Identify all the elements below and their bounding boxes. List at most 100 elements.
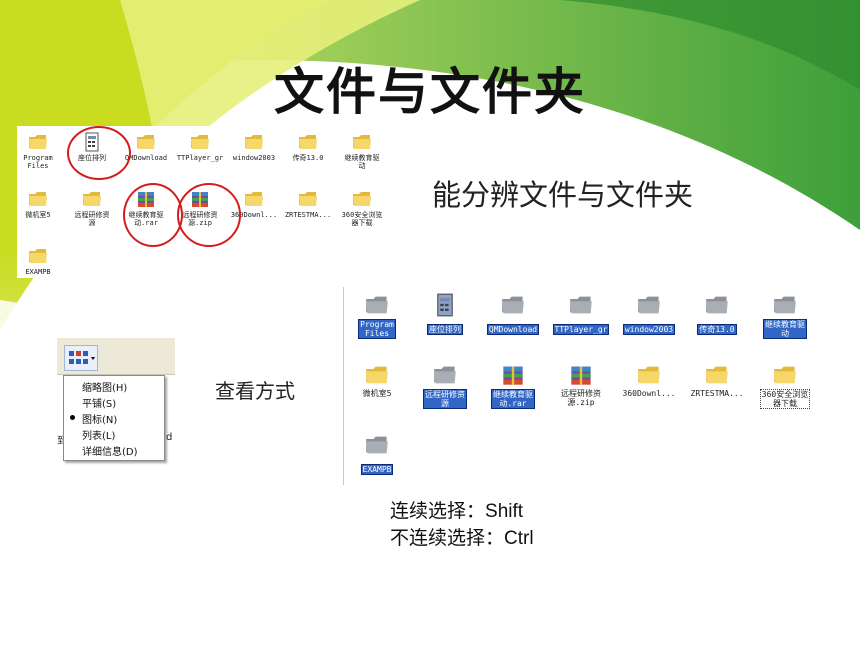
archive-icon [550, 363, 612, 387]
partial-label-right: d [166, 432, 173, 443]
file-item[interactable]: Program Files [11, 132, 65, 170]
radio-bullet-icon [70, 415, 75, 420]
file-item[interactable]: window2003 [618, 293, 680, 336]
file-item-label: QMDownload [124, 154, 168, 162]
file-item[interactable]: 传奇13.0 [686, 293, 748, 336]
file-item[interactable]: Program Files [346, 293, 408, 340]
folder-icon [65, 189, 119, 209]
folder-icon [618, 363, 680, 387]
file-item-label: 座位排列 [427, 324, 463, 335]
file-item[interactable]: ZRTESTMA... [686, 363, 748, 398]
views-button[interactable] [64, 345, 98, 371]
file-item-label: TTPlayer_gr [176, 154, 224, 162]
file-item[interactable]: 远程研修资 源 [65, 189, 119, 227]
file-item[interactable]: QMDownload [482, 293, 544, 336]
file-item[interactable]: 远程研修资 源 [414, 363, 476, 410]
folder-icon [550, 293, 612, 317]
file-item-label: ZRTESTMA... [690, 389, 744, 398]
ctrl-key-label: Ctrl [504, 528, 534, 549]
menu-item-icons[interactable]: 图标(N) [82, 415, 118, 426]
explorer-icon-view-bottom: Program Files 座位排列 QMDownload TTPlayer_gr wi… [343, 287, 844, 485]
menu-item-details[interactable]: 详细信息(D) [82, 447, 138, 458]
highlight-circle [67, 126, 131, 180]
folder-icon [414, 363, 476, 387]
folder-icon [335, 132, 389, 152]
slide-title: 文件与文件夹 [274, 63, 586, 121]
file-item[interactable]: TTPlayer_gr [550, 293, 612, 336]
folder-icon [11, 132, 65, 152]
file-item-label: 微机室5 [25, 211, 51, 219]
file-item-label: 继续教育驱 动 [763, 319, 807, 339]
highlight-circle [123, 183, 183, 247]
folder-icon [173, 132, 227, 152]
menu-item-thumbnails[interactable]: 缩略图(H) [82, 383, 128, 394]
folder-icon [335, 189, 389, 209]
file-item[interactable]: 继续教育驱 动.rar [482, 363, 544, 410]
file-item-label: 继续教育驱 动.rar [491, 389, 535, 409]
selection-notes: 连续选择：Shift 不连续选择：Ctrl [390, 498, 534, 552]
folder-icon [119, 132, 173, 152]
file-item[interactable]: 微机室5 [346, 363, 408, 398]
file-item[interactable]: window2003 [227, 132, 281, 162]
file-item[interactable]: 360安全浏览 器下载 [754, 363, 816, 410]
file-item-label: 远程研修资 源 [423, 389, 467, 409]
file-item[interactable]: 继续教育驱 动 [335, 132, 389, 170]
folder-icon [754, 363, 816, 387]
file-item[interactable]: 微机室5 [11, 189, 65, 219]
folder-icon [11, 246, 65, 266]
file-item[interactable]: ZRTESTMA... [281, 189, 335, 219]
file-item-label: EXAMPB [360, 464, 394, 475]
folder-icon [227, 132, 281, 152]
file-item-label: 继续教育驱 动 [344, 154, 380, 170]
noncontinuous-select-line: 不连续选择：Ctrl [390, 525, 534, 552]
file-item-label: 远程研修资 源 [74, 211, 110, 227]
file-item-label: TTPlayer_gr [552, 324, 610, 335]
file-item[interactable]: QMDownload [119, 132, 173, 162]
folder-icon [346, 433, 408, 457]
caption-view-mode: 查看方式 [215, 379, 295, 403]
file-item[interactable]: 继续教育驱 动 [754, 293, 816, 340]
folder-icon [686, 363, 748, 387]
file-item[interactable]: EXAMPB [346, 433, 408, 476]
noncontinuous-select-label: 不连续选择： [390, 527, 505, 549]
archive-icon [482, 363, 544, 387]
menu-item-list[interactable]: 列表(L) [82, 431, 116, 442]
file-item[interactable]: EXAMPB [11, 246, 65, 276]
file-item-label: EXAMPB [25, 268, 51, 276]
folder-icon [11, 189, 65, 209]
file-item-label: ZRTESTMA... [284, 211, 332, 219]
file-item[interactable]: TTPlayer_gr [173, 132, 227, 162]
file-item[interactable]: 360Downl... [227, 189, 281, 219]
view-toolbar [57, 338, 175, 375]
view-mode-menu: 缩略图(H) 平铺(S) 图标(N) 列表(L) 详细信息(D) [63, 375, 165, 461]
file-item-label: 远程研修资 源.zip [561, 389, 601, 407]
file-item[interactable]: 远程研修资 源.zip [550, 363, 612, 407]
file-item[interactable]: 座位排列 [414, 293, 476, 336]
file-item-label: 360Downl... [622, 389, 676, 398]
folder-icon [227, 189, 281, 209]
file-item-label: 360Downl... [230, 211, 278, 219]
folder-icon [281, 132, 335, 152]
file-item-label: QMDownload [486, 324, 540, 335]
partial-label-left: 到 [57, 436, 67, 447]
highlight-circle [177, 183, 241, 247]
file-item[interactable]: 360Downl... [618, 363, 680, 398]
folder-icon [618, 293, 680, 317]
file-item-label: window2003 [622, 324, 676, 335]
file-item-label: 360安全浏览 器下载 [759, 389, 811, 409]
file-item[interactable]: 传奇13.0 [281, 132, 335, 162]
document-icon [414, 293, 476, 317]
file-item-label: Program Files [23, 154, 53, 170]
folder-icon [686, 293, 748, 317]
file-item-label: 传奇13.0 [697, 324, 737, 335]
file-item-label: 微机室5 [362, 389, 392, 398]
menu-item-tiles[interactable]: 平铺(S) [82, 399, 117, 410]
file-item[interactable]: 360安全浏览 器下载 [335, 189, 389, 227]
file-item-label: window2003 [232, 154, 276, 162]
file-item-label: 360安全浏览 器下载 [341, 211, 383, 227]
folder-icon [754, 293, 816, 317]
caption-distinguish: 能分辨文件与文件夹 [432, 178, 694, 212]
shift-key-label: Shift [485, 501, 524, 522]
folder-icon [281, 189, 335, 209]
